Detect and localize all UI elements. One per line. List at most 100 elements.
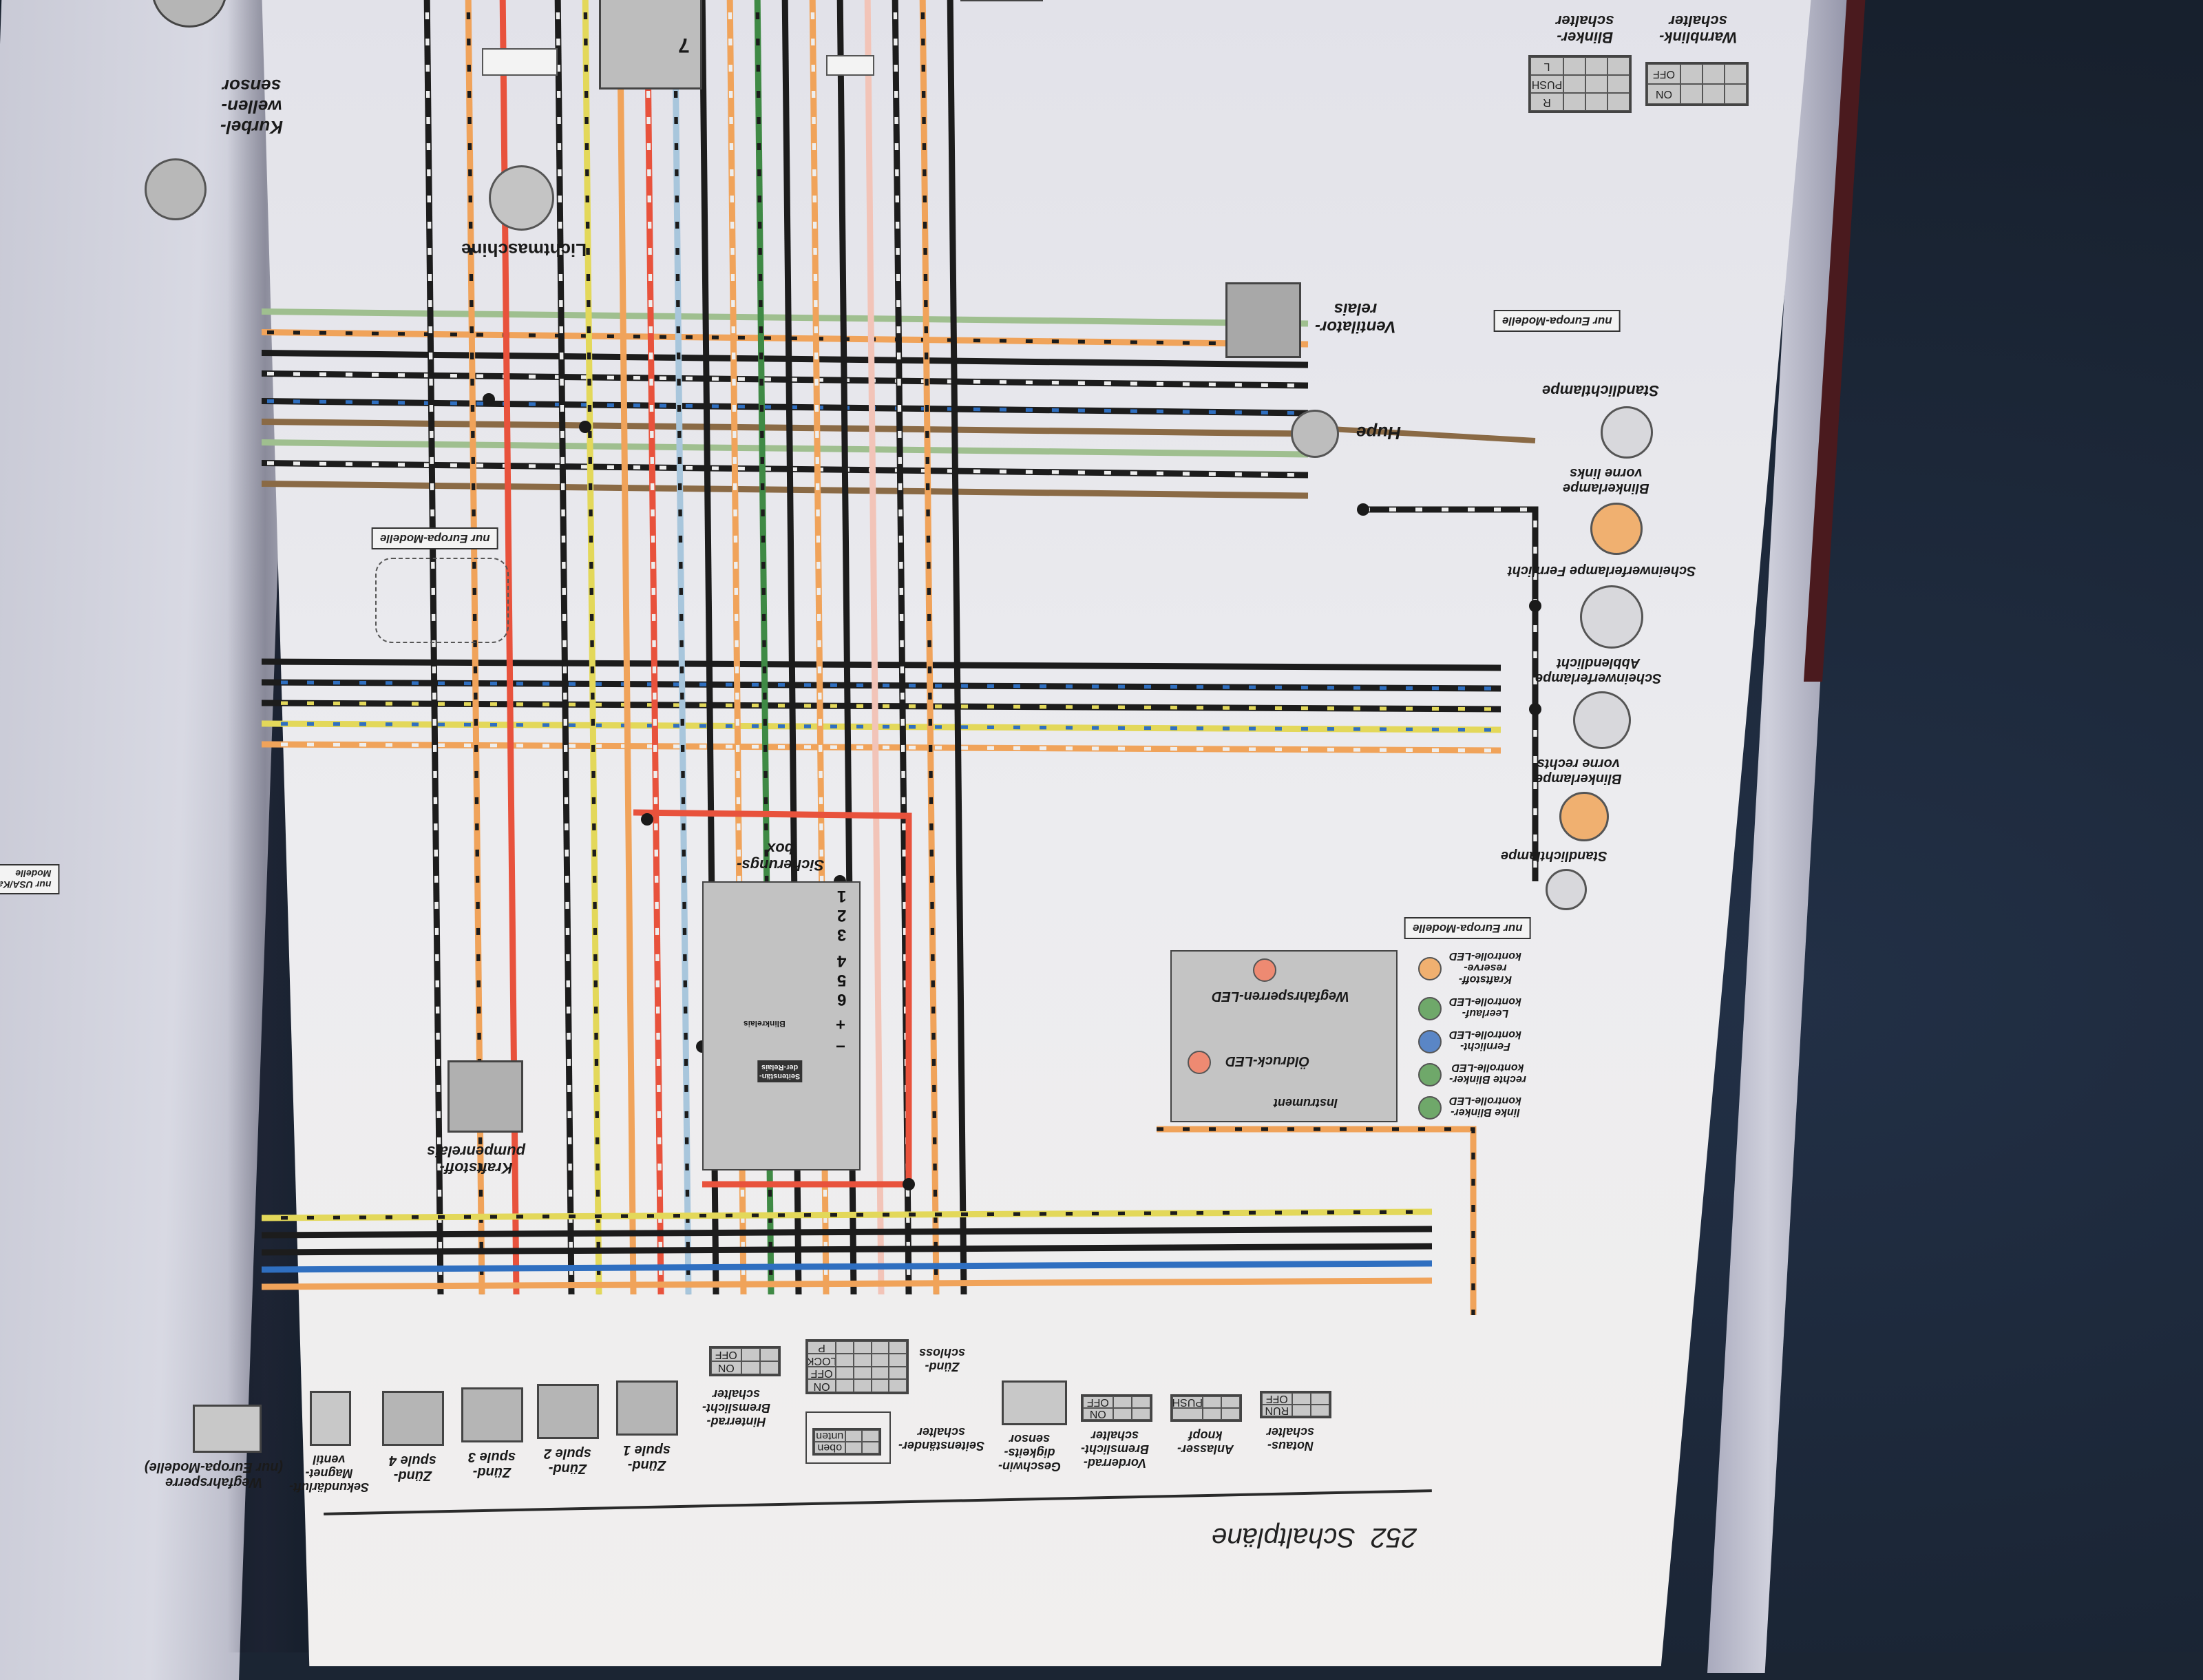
note-europa-left: nur Europa-Modelle (372, 527, 498, 549)
immobilizer-led-icon (1253, 958, 1276, 982)
cell (889, 1341, 907, 1354)
fuse-1: 1 (837, 887, 847, 905)
harness-wire-vertical-stripe (425, 0, 443, 1295)
cell (889, 1354, 907, 1367)
label-seitenstaenderschalter: Seitenständer- schalter (898, 1425, 985, 1453)
switch-state-push: PUSH (1530, 75, 1563, 93)
label-anlasserknopf: Anlasser- knopf (1177, 1429, 1234, 1456)
harness-wire-upper (262, 350, 1309, 368)
cell (1113, 1396, 1132, 1408)
side-stand-switch-frame (805, 1411, 891, 1464)
speed-sensor (1002, 1380, 1067, 1425)
harness-wire-upper-stripe (262, 371, 1309, 388)
junction-dot (641, 813, 653, 826)
alternator-icon (489, 165, 554, 231)
label-fernlicht-led: Fernlicht- kontrolle-LED (1449, 1029, 1521, 1052)
harness-wire-upper (262, 398, 1309, 417)
position-lamp-1-icon (1601, 406, 1653, 459)
fuse-3: 3 (837, 925, 847, 944)
cell (836, 1367, 854, 1380)
switch-state-oben: oben (814, 1442, 845, 1453)
harness-wire-vertical (947, 0, 967, 1295)
headlight-low-beam-icon (1573, 691, 1631, 749)
cell (1563, 57, 1585, 75)
label-hinterrad-bremslichtschalter: Hinterrad- Bremslicht- schalter (702, 1387, 771, 1429)
right-turn-led-icon (1418, 1063, 1442, 1086)
harness-wire-vertical (671, 0, 692, 1295)
cell (845, 1430, 863, 1442)
fuse-minus-terminal: − (836, 1037, 846, 1056)
wire-orange-instrument (1157, 1126, 1477, 1315)
label-blinkerlampe-vorne-links: Blinkerlampe vorne links (1563, 465, 1649, 496)
cell (741, 1361, 760, 1374)
label-standlichtlampe-2: Standlichtlampe (1501, 848, 1608, 863)
harness-wire-vertical (919, 0, 940, 1295)
harness-wire-upper (262, 460, 1309, 479)
cell (1221, 1408, 1240, 1420)
wire-lamp-feed-stripe (1363, 507, 1537, 881)
starter-button-table: PUSH (1170, 1394, 1242, 1422)
cell (853, 1354, 872, 1367)
headlight-high-beam-icon (1580, 585, 1643, 649)
cell (853, 1379, 872, 1392)
label-warnblinkschalter: Warnblink- schalter (1659, 12, 1738, 46)
harness-wire-middle (262, 741, 1501, 754)
harness-wire-lower-stripe (262, 1210, 1433, 1220)
switch-state-on: ON (1083, 1408, 1113, 1420)
note-europa-instrument: nur Europa-Modelle (1404, 917, 1531, 939)
cell (889, 1367, 907, 1380)
switch-state-on: ON (711, 1361, 741, 1374)
label-instrument: Instrument (1274, 1096, 1338, 1110)
crankshaft-sensor-icon (145, 158, 207, 220)
high-beam-led-icon (1418, 1030, 1442, 1053)
cell (1608, 93, 1630, 111)
cell (1703, 64, 1725, 84)
left-turn-led-icon (1418, 1096, 1442, 1120)
harness-wire-vertical (423, 0, 444, 1295)
front-brake-switch-table: ON OFF (1081, 1394, 1152, 1422)
cell (1703, 84, 1725, 104)
europa-optional-module (375, 558, 509, 643)
cell (1131, 1408, 1150, 1420)
cell (1680, 64, 1703, 84)
harness-wire-middle (262, 700, 1501, 713)
label-kraftstoffpumpenrelais: Kraftstoff- pumpenrelais (427, 1143, 526, 1177)
cell (759, 1348, 779, 1361)
harness-wire-vertical-stripe (810, 0, 828, 1295)
harness-wire-vertical-stripe (728, 0, 746, 1295)
junction-dot (579, 421, 591, 433)
label-vorderrad-bremslichtschalter: Vorderrad- Bremslicht- schalter (1081, 1429, 1150, 1470)
harness-wire-middle (262, 720, 1501, 733)
fuse-5: 5 (837, 971, 847, 989)
cell (862, 1442, 879, 1453)
cell (836, 1379, 854, 1392)
cell (853, 1341, 872, 1354)
cell (1221, 1396, 1240, 1408)
cell (759, 1361, 779, 1374)
cell (1131, 1396, 1150, 1408)
harness-wire-vertical-stripe (583, 0, 601, 1295)
fuel-pump-relay (447, 1060, 523, 1133)
harness-wire-vertical-stripe (755, 0, 773, 1295)
wire-orange-instrument-stripe (1157, 1127, 1475, 1315)
label-lichtmaschine: Lichtmaschine (461, 240, 587, 260)
harness-wire-vertical-stripe (838, 0, 856, 1295)
harness-wire-vertical (616, 0, 637, 1295)
harness-wire-upper (262, 481, 1309, 499)
fuse-box (702, 881, 861, 1170)
relay-7 (599, 0, 702, 90)
label-zuendspule-4: Zünd- spule 4 (389, 1453, 436, 1483)
switch-state-on: ON (1647, 84, 1680, 104)
harness-wire-upper (262, 329, 1309, 348)
ignition-coil-2 (537, 1384, 599, 1439)
label-standlichtlampe-1: Standlichtlampe (1542, 382, 1659, 399)
position-lamp-2-icon (1546, 869, 1587, 910)
cell (1202, 1408, 1221, 1420)
cell (1585, 75, 1608, 93)
label-rechte-blinker-led: rechte Blinker- kontrolle-LED (1449, 1062, 1527, 1085)
instrument-cluster (1170, 950, 1398, 1122)
switch-state-l: L (1530, 57, 1563, 75)
label-zuendspule-1: Zünd- spule 1 (623, 1442, 671, 1473)
kill-switch-table: RUN OFF (1260, 1391, 1331, 1418)
switch-state-p: P (808, 1341, 836, 1354)
